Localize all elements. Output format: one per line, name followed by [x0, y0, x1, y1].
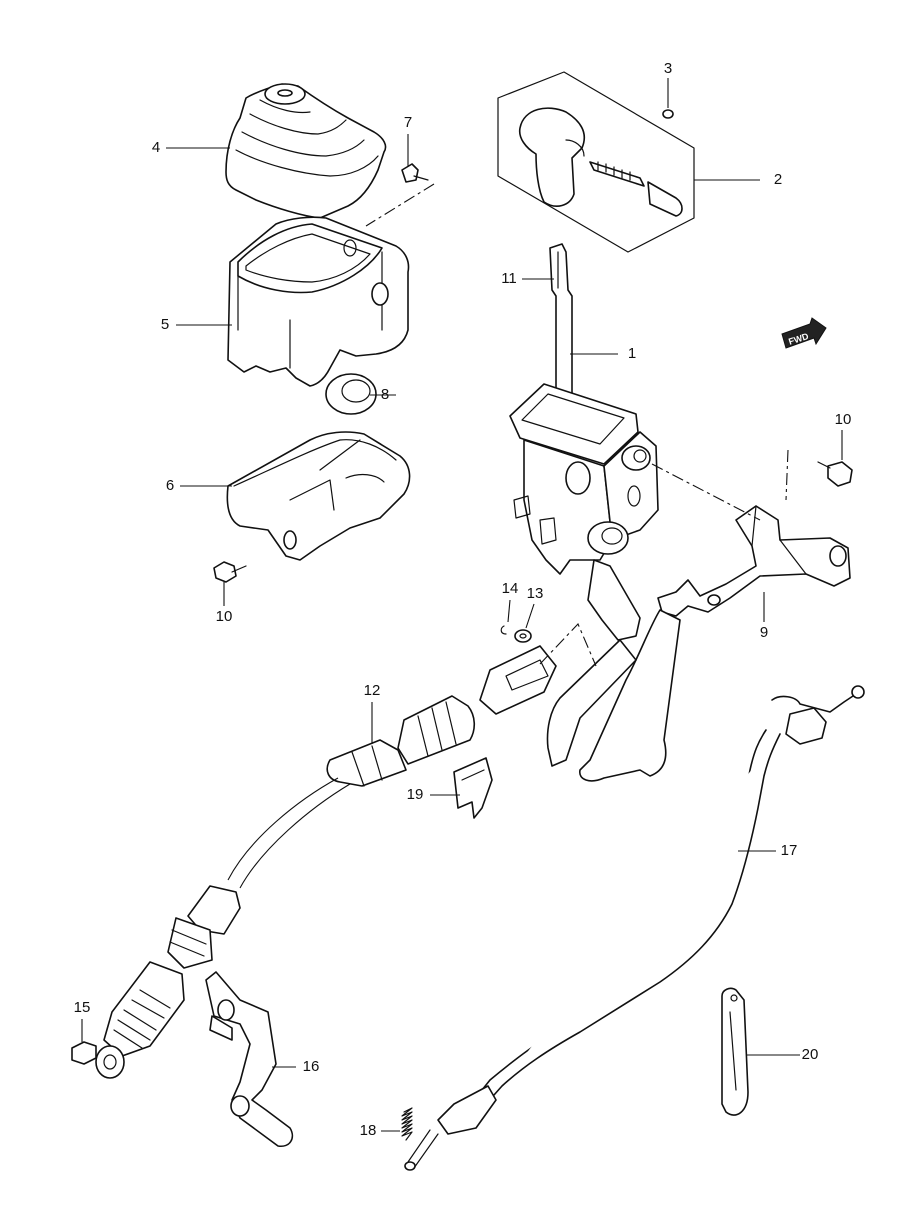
callout-3: 3	[664, 60, 672, 77]
callout-14: 14	[502, 580, 519, 597]
nut-15	[71, 1041, 97, 1065]
callout-15: 15	[74, 999, 91, 1016]
lower-console	[226, 431, 411, 561]
clip-19	[453, 757, 493, 819]
bolt-10-right	[817, 461, 853, 487]
callout-10-left: 10	[216, 608, 233, 625]
grommet-8	[325, 373, 377, 415]
assembly-lines	[365, 183, 789, 667]
clip-14	[500, 625, 507, 635]
callout-16: 16	[303, 1058, 320, 1075]
forward-direction-badge: FWD	[781, 317, 827, 349]
callout-2: 2	[774, 171, 782, 188]
callout-10-right: 10	[835, 411, 852, 428]
callout-8: 8	[381, 386, 389, 403]
callout-18: 18	[360, 1122, 377, 1139]
clip-3	[662, 109, 674, 119]
callout-17: 17	[781, 842, 798, 859]
callout-6: 6	[166, 477, 174, 494]
shift-boot	[225, 83, 387, 219]
callout-5: 5	[161, 316, 169, 333]
callout-20: 20	[802, 1046, 819, 1063]
callout-19: 19	[407, 786, 424, 803]
callout-9: 9	[760, 624, 768, 641]
console-box	[227, 216, 410, 387]
screw-7	[401, 163, 429, 183]
callout-4: 4	[152, 139, 160, 156]
washer-13	[514, 629, 532, 643]
callout-13: 13	[527, 585, 544, 602]
callout-leaders	[81, 78, 843, 1132]
bracket-9	[546, 505, 851, 782]
callout-7: 7	[404, 114, 412, 131]
strap-20	[721, 987, 749, 1116]
shift-cable	[95, 645, 557, 1079]
callout-1: 1	[628, 345, 636, 362]
shifter-assembly	[509, 383, 659, 641]
callout-12: 12	[364, 682, 381, 699]
select-cable	[404, 685, 865, 1171]
shift-knob-assembly	[497, 71, 695, 253]
callout-labels: 1 2 3 4 5 6 7 8 9 10 10 11 12 13 14 15 1…	[74, 60, 852, 1139]
callout-11: 11	[501, 270, 517, 287]
lever-arm-16	[205, 971, 294, 1148]
bolt-10-left	[213, 561, 247, 583]
shift-lever-rod	[549, 243, 573, 407]
spring-18	[401, 1107, 413, 1141]
